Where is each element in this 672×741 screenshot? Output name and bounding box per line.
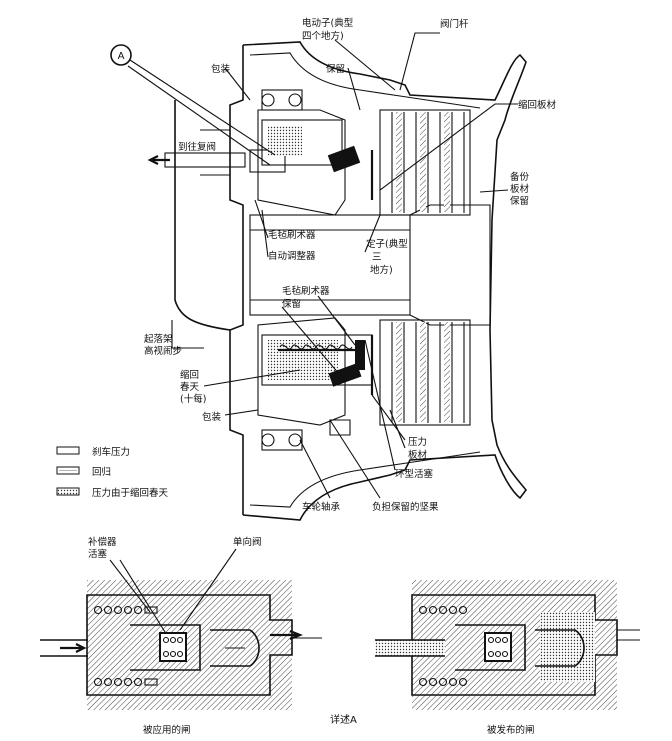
disc-stack-lower [379, 319, 471, 426]
label-backup-3: 保留 [510, 195, 529, 207]
main-cross-section [147, 41, 528, 521]
label-retain-mid: 保留 [282, 298, 301, 310]
detail-released-caption: 被发布的闸 [487, 724, 535, 736]
legend-item-spring: 压力由于缩回春天 [56, 487, 169, 499]
detail-applied-caption: 被应用的闸 [143, 724, 191, 736]
detail-title: 详述A [330, 713, 357, 726]
label-wheel-bearing: 车轮轴承 [302, 501, 341, 513]
label-stator-1: 定子(典型 [366, 238, 408, 250]
label-gear-2: 高视闹步 [144, 345, 182, 357]
label-packing-top: 包装 [211, 63, 231, 75]
label-spring-2: 春天 [180, 381, 200, 393]
label-bleed-valve: 到往复阀 [178, 141, 216, 153]
detail-label-comp-1: 补偿器 [88, 536, 117, 548]
label-piston: 环型活塞 [395, 468, 434, 480]
label-armature: 电动子(典型 [302, 17, 354, 29]
label-spring-3: (十每) [180, 393, 206, 405]
callout-a: A [110, 44, 276, 166]
label-wear-top: 毛毡刷术器 [268, 229, 316, 241]
label-retain-bolt: 负担保留的坚果 [372, 501, 439, 513]
legend-item-return: 回归 [56, 466, 111, 478]
detail-applied: 补偿器 活塞 单向阀 被应用的闸 [40, 536, 322, 736]
legend-label-spring: 压力由于缩回春天 [92, 487, 169, 499]
label-auto-adjust: 自动调整器 [268, 250, 316, 262]
label-return-plate: 缩回板材 [518, 99, 557, 111]
label-pressure-plate-1: 压力 [408, 436, 427, 448]
label-spring-1: 缩回 [180, 369, 199, 381]
label-valve-stem: 阀门杆 [440, 18, 469, 30]
label-retain-top: 保留 [326, 63, 345, 75]
disc-stack-upper [379, 109, 471, 216]
legend: 刹车压力 回归 压力由于缩回春天 [56, 446, 169, 499]
callout-a-label: A [118, 51, 125, 62]
label-gear-1: 起落架 [144, 333, 173, 345]
legend-item-brake: 刹车压力 [56, 446, 130, 458]
label-backup-1: 备份 [510, 171, 530, 183]
legend-label-brake: 刹车压力 [92, 446, 130, 458]
detail-label-comp-2: 活塞 [88, 548, 108, 560]
legend-label-return: 回归 [92, 466, 111, 478]
detail-released: 被发布的闸 [375, 580, 640, 736]
detail-label-check: 单向阀 [233, 536, 262, 548]
label-armature-2: 四个地方) [302, 30, 344, 42]
label-stator-3: 地方) [370, 264, 393, 276]
label-pressure-plate-2: 板材 [408, 449, 428, 461]
label-packing-bottom: 包装 [202, 411, 222, 423]
part-labels: 电动子(典型 四个地方) 阀门杆 包装 保留 缩回板材 到往复阀 备份 板材 保… [144, 17, 557, 513]
label-stator-2: 三 [372, 252, 382, 263]
label-wear-mid: 毛毡刷术器 [282, 285, 330, 297]
leader-lines [171, 32, 518, 499]
label-backup-2: 板材 [510, 183, 530, 195]
